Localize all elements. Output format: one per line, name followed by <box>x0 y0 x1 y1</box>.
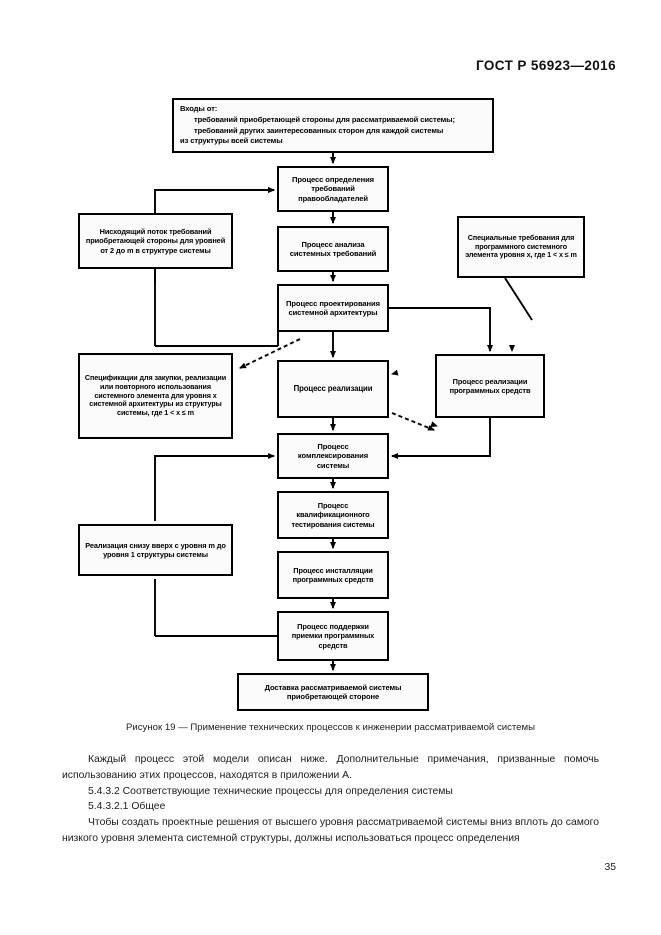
conn-bottomup-to-integration <box>154 453 275 521</box>
body-paragraph-2: Чтобы создать проектные решения от высше… <box>62 817 599 845</box>
node-system-integration: Процесс комплексирования системы <box>277 433 389 479</box>
node-qualification-testing-label: Процесс квалификационного тестирования с… <box>291 501 375 529</box>
node-specifications: Спецификации для закупки, реализации или… <box>78 353 233 439</box>
node-system-requirements-analysis: Процесс анализа системных требований <box>277 226 389 272</box>
node-stakeholder-requirements: Процесс определения требований правообла… <box>277 166 389 212</box>
conn-impl-to-swimpl-dashed <box>430 421 438 427</box>
node-bottom-up-realization-label: Реализация снизу вверх с уровня m до уро… <box>85 540 226 559</box>
figure-caption: Рисунок 19 — Применение технических проц… <box>125 722 536 733</box>
node-system-delivery: Доставка рассматриваемой системы приобре… <box>237 673 429 711</box>
node-architecture-design-label: Процесс проектирования системной архитек… <box>286 298 380 317</box>
node-acceptance-support: Процесс поддержки приемки программных ср… <box>277 611 389 661</box>
conn-swimpl-spec-upper <box>391 369 399 376</box>
figure-19-diagram: Входы от: требований приобретающей сторо… <box>0 88 661 713</box>
node-specifications-label: Спецификации для закупки, реализации или… <box>84 373 227 418</box>
conn-arch-to-swimpl <box>389 307 493 352</box>
node-architecture-design: Процесс проектирования системной архитек… <box>277 284 389 332</box>
node-system-delivery-label: Доставка рассматриваемой системы приобре… <box>264 682 402 701</box>
node-inputs-line2: требований приобретающей стороны для рас… <box>194 114 455 124</box>
document-header: ГОСТ Р 56923—2016 <box>475 58 616 73</box>
conn-arch-feedback-left <box>116 332 277 346</box>
conn-swimpl-to-integration <box>391 418 491 459</box>
node-bottom-up-realization: Реализация снизу вверх с уровня m до уро… <box>78 524 233 576</box>
page-number: 35 <box>604 862 616 873</box>
body-paragraph-1: Каждый процесс этой модели описан ниже. … <box>62 754 599 781</box>
node-software-installation-label: Процесс инсталляции программных средств <box>292 565 374 584</box>
node-inputs-line3: требований других заинтересованных сторо… <box>194 125 444 135</box>
body-clause-5-4-3-2-1: 5.4.3.2.1 Общее <box>88 801 166 813</box>
node-downward-requirements-flow: Нисходящий поток требований приобретающе… <box>78 213 233 269</box>
node-special-requirements-label: Специальные требования для программного … <box>465 232 577 260</box>
node-system-requirements-analysis-label: Процесс анализа системных требований <box>289 239 377 258</box>
body-clause-5-4-3-2: 5.4.3.2 Соответствующие технические проц… <box>88 785 453 797</box>
node-acceptance-support-label: Процесс поддержки приемки программных ср… <box>291 622 375 650</box>
conn-impl-swimpl-dashed <box>391 412 435 431</box>
node-implementation: Процесс реализации <box>277 360 389 418</box>
body-text: Каждый процесс этой модели описан ниже. … <box>62 752 599 847</box>
node-stakeholder-requirements-label: Процесс определения требований правообла… <box>292 175 374 203</box>
node-special-requirements: Специальные требования для программного … <box>457 216 585 278</box>
conn-special-to-swimpl <box>509 345 515 352</box>
node-downward-requirements-flow-label: Нисходящий поток требований приобретающе… <box>85 227 226 255</box>
node-software-installation: Процесс инсталляции программных средств <box>277 551 389 599</box>
node-software-implementation: Процесс реализации программных средств <box>435 354 545 418</box>
node-implementation-label: Процесс реализации <box>293 384 373 394</box>
node-software-implementation-label: Процесс реализации программных средств <box>449 376 531 395</box>
conn-special-diag-1 <box>504 277 533 321</box>
node-qualification-testing: Процесс квалификационного тестирования с… <box>277 491 389 539</box>
node-inputs: Входы от: требований приобретающей сторо… <box>172 98 494 153</box>
node-system-integration-label: Процесс комплексирования системы <box>297 442 369 470</box>
node-inputs-line4: из структуры всей системы <box>180 136 283 146</box>
node-inputs-line1: Входы от: <box>180 103 218 113</box>
